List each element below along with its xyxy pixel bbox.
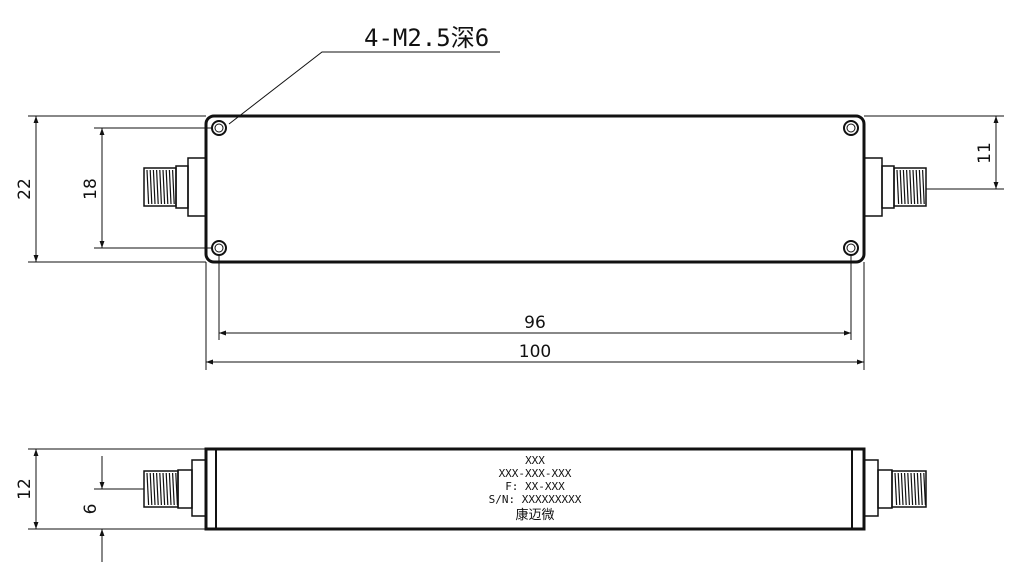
- thread-line: [172, 472, 175, 506]
- top-view: [28, 51, 1004, 370]
- dim-label-18: 18: [81, 178, 101, 200]
- dim-label-11: 11: [975, 142, 995, 164]
- thread-line: [916, 472, 920, 506]
- thread-line: [902, 169, 906, 205]
- thread-line: [918, 169, 922, 205]
- housing-outline: [204, 114, 866, 264]
- thread-line: [915, 169, 919, 205]
- thread-line: [149, 472, 153, 506]
- thread-line: [923, 472, 926, 506]
- thread-line: [149, 169, 153, 205]
- thread-line: [922, 169, 925, 205]
- thread-line: [146, 169, 150, 205]
- nameplate: XXX XXX-XXX-XXX F: XX-XXX S/N: XXXXXXXXX…: [489, 454, 582, 523]
- thread-line: [910, 472, 914, 506]
- connector-threads: [146, 169, 926, 506]
- thread-line: [159, 472, 162, 506]
- thread-line: [912, 169, 916, 205]
- thread-line: [168, 169, 172, 205]
- thread-line: [162, 169, 166, 205]
- thread-line: [899, 169, 903, 205]
- thread-line: [152, 169, 156, 205]
- dim-label-6: 6: [81, 504, 101, 515]
- thread-line: [913, 472, 917, 506]
- thread-line: [900, 472, 904, 506]
- nameplate-line-4: S/N: XXXXXXXXX: [489, 493, 582, 506]
- side-left-connector: [143, 459, 207, 517]
- dim-label-100: 100: [519, 342, 551, 362]
- thread-line: [156, 472, 159, 506]
- thread-line: [162, 472, 166, 506]
- side-right-connector: [863, 459, 927, 517]
- dim-label-96: 96: [524, 313, 546, 333]
- thread-line: [172, 169, 175, 205]
- nameplate-line-5: 康迈微: [515, 507, 554, 523]
- thread-line: [168, 472, 172, 506]
- thread-line: [165, 472, 169, 506]
- thread-line: [909, 169, 912, 205]
- nameplate-line-1: XXX: [525, 454, 545, 467]
- thread-line: [897, 472, 901, 506]
- thread-line: [159, 169, 162, 205]
- thread-line: [894, 472, 898, 506]
- thread-line: [904, 472, 907, 506]
- thread-line: [156, 169, 159, 205]
- mounting-holes: [211, 120, 859, 256]
- thread-line: [165, 169, 169, 205]
- callout-text: 4-M2.5深6: [364, 24, 489, 52]
- thread-line: [920, 472, 923, 506]
- thread-line: [175, 472, 178, 506]
- thread-line: [906, 169, 909, 205]
- nameplate-line-3: F: XX-XXX: [505, 480, 565, 493]
- thread-line: [146, 472, 150, 506]
- thread-line: [907, 472, 910, 506]
- left-connector: [143, 157, 207, 217]
- right-connector: [863, 157, 927, 217]
- nameplate-line-2: XXX-XXX-XXX: [499, 467, 572, 480]
- thread-line: [896, 169, 900, 205]
- side-view: [28, 447, 927, 562]
- thread-line: [152, 472, 156, 506]
- dim-label-22: 22: [15, 178, 35, 200]
- callout-leader: [228, 51, 500, 125]
- dim-label-12: 12: [15, 478, 35, 500]
